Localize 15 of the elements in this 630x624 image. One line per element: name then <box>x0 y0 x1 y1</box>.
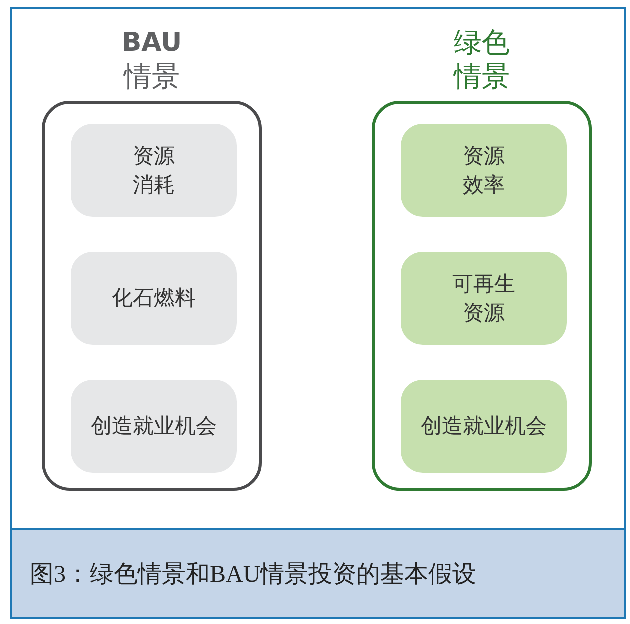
scenario-heading: 绿色情景 <box>452 26 511 94</box>
assumption-box <box>71 124 237 217</box>
assumption-text: 创造就业机会 <box>420 413 548 440</box>
caption: 图3：绿色情景和BAU情景投资的基本假设 <box>30 560 477 590</box>
assumption-text: 资源效率 <box>462 142 506 198</box>
scenario-heading: BAU情景 <box>121 27 183 94</box>
assumption-box <box>401 252 567 345</box>
assumption-text: 可再生资源 <box>451 270 516 326</box>
assumption-text: 资源消耗 <box>132 142 176 198</box>
assumption-box <box>71 380 237 473</box>
assumption-box <box>401 124 567 217</box>
assumption-text: 化石燃料 <box>111 285 197 312</box>
assumption-text: 创造就业机会 <box>90 413 218 440</box>
assumption-box <box>401 380 567 473</box>
assumption-box <box>71 252 237 345</box>
